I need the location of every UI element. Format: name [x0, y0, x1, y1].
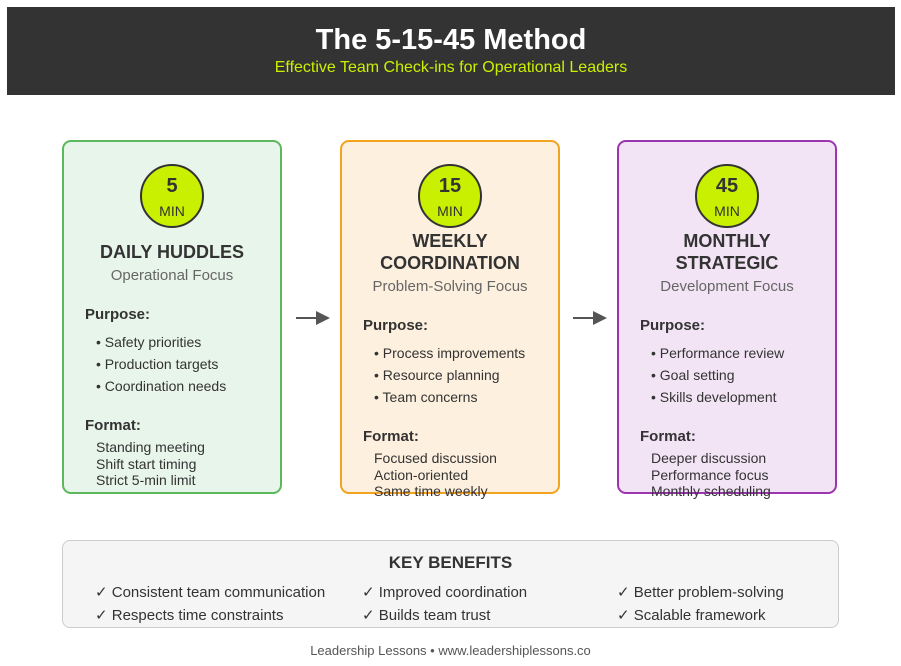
format-label: Format:	[363, 428, 419, 445]
format-item: Shift start timing	[96, 455, 197, 472]
card-title-line: STRATEGIC	[675, 253, 779, 273]
format-list: Deeper discussion Performance focus Mont…	[651, 450, 771, 500]
card-title-line: WEEKLY	[412, 231, 488, 251]
format-item: Strict 5-min limit	[96, 472, 196, 488]
format-list: Focused discussion Action-oriented Same …	[374, 450, 497, 500]
duration-badge: 15 MIN	[418, 164, 482, 228]
card-focus: Operational Focus	[110, 267, 234, 284]
format-label: Format:	[85, 417, 141, 434]
benefit-item: ✓ Respects time constraints	[95, 607, 284, 624]
format-label: Format:	[640, 428, 696, 445]
duration-unit: MIN	[159, 203, 185, 219]
benefit-item: ✓ Builds team trust	[362, 607, 491, 624]
benefit-item: ✓ Better problem-solving	[617, 584, 784, 601]
purpose-label: Purpose:	[363, 317, 429, 334]
purpose-item: • Performance review	[651, 345, 785, 361]
format-item: Focused discussion	[374, 450, 497, 466]
key-benefits-panel: KEY BENEFITS ✓ Consistent team communica…	[62, 540, 839, 628]
arrow-right-icon	[296, 311, 330, 325]
footer-credit: Leadership Lessons • www.leadershiplesso…	[310, 643, 591, 658]
duration-number: 5	[166, 175, 178, 197]
card-monthly-strategic: 45 MIN MONTHLY STRATEGIC Development Foc…	[617, 140, 837, 499]
purpose-item: • Production targets	[96, 356, 219, 372]
benefits-title: KEY BENEFITS	[388, 553, 513, 572]
card-weekly-coordination: 15 MIN WEEKLY COORDINATION Problem-Solvi…	[340, 140, 560, 499]
purpose-item: • Process improvements	[374, 345, 526, 361]
format-list: Standing meeting Shift start timing Stri…	[96, 439, 205, 489]
card-focus: Problem-Solving Focus	[372, 278, 528, 295]
duration-badge: 5 MIN	[140, 164, 204, 228]
benefit-item: ✓ Scalable framework	[617, 607, 766, 624]
card-title: WEEKLY COORDINATION	[342, 230, 558, 274]
card-title-line: MONTHLY	[683, 231, 771, 251]
duration-unit: MIN	[714, 203, 740, 219]
purpose-list: • Performance review • Goal setting • Sk…	[651, 342, 784, 408]
purpose-list: • Safety priorities • Production targets…	[96, 331, 226, 397]
card-title-line: COORDINATION	[380, 253, 520, 273]
purpose-item: • Safety priorities	[96, 334, 202, 350]
format-item: Deeper discussion	[651, 450, 767, 466]
card-focus: Development Focus	[660, 278, 794, 295]
purpose-item: • Team concerns	[374, 389, 478, 405]
format-item: Standing meeting	[96, 439, 205, 455]
arrow-right-icon	[573, 311, 607, 325]
format-item: Action-oriented	[374, 466, 469, 483]
card-daily-huddles: 5 MIN DAILY HUDDLES Operational Focus Pu…	[62, 140, 282, 494]
page-title: The 5-15-45 Method	[315, 24, 587, 56]
duration-number: 45	[715, 175, 739, 197]
format-item: Performance focus	[651, 466, 769, 483]
card-title: MONTHLY STRATEGIC	[619, 230, 835, 274]
purpose-label: Purpose:	[85, 306, 151, 323]
duration-badge: 45 MIN	[695, 164, 759, 228]
purpose-item: • Coordination needs	[96, 378, 227, 394]
purpose-list: • Process improvements • Resource planni…	[374, 342, 525, 408]
duration-number: 15	[438, 175, 462, 197]
format-item: Same time weekly	[374, 483, 488, 499]
purpose-label: Purpose:	[640, 317, 706, 334]
header-banner: The 5-15-45 Method Effective Team Check-…	[7, 7, 895, 95]
card-title: DAILY HUDDLES	[99, 242, 245, 262]
duration-unit: MIN	[437, 203, 463, 219]
purpose-item: • Resource planning	[374, 367, 500, 383]
benefit-item: ✓ Consistent team communication	[95, 584, 326, 601]
benefit-item: ✓ Improved coordination	[362, 584, 528, 601]
purpose-item: • Goal setting	[651, 367, 735, 383]
page-subtitle: Effective Team Check-ins for Operational…	[274, 59, 628, 76]
format-item: Monthly scheduling	[651, 483, 771, 499]
purpose-item: • Skills development	[651, 389, 777, 405]
